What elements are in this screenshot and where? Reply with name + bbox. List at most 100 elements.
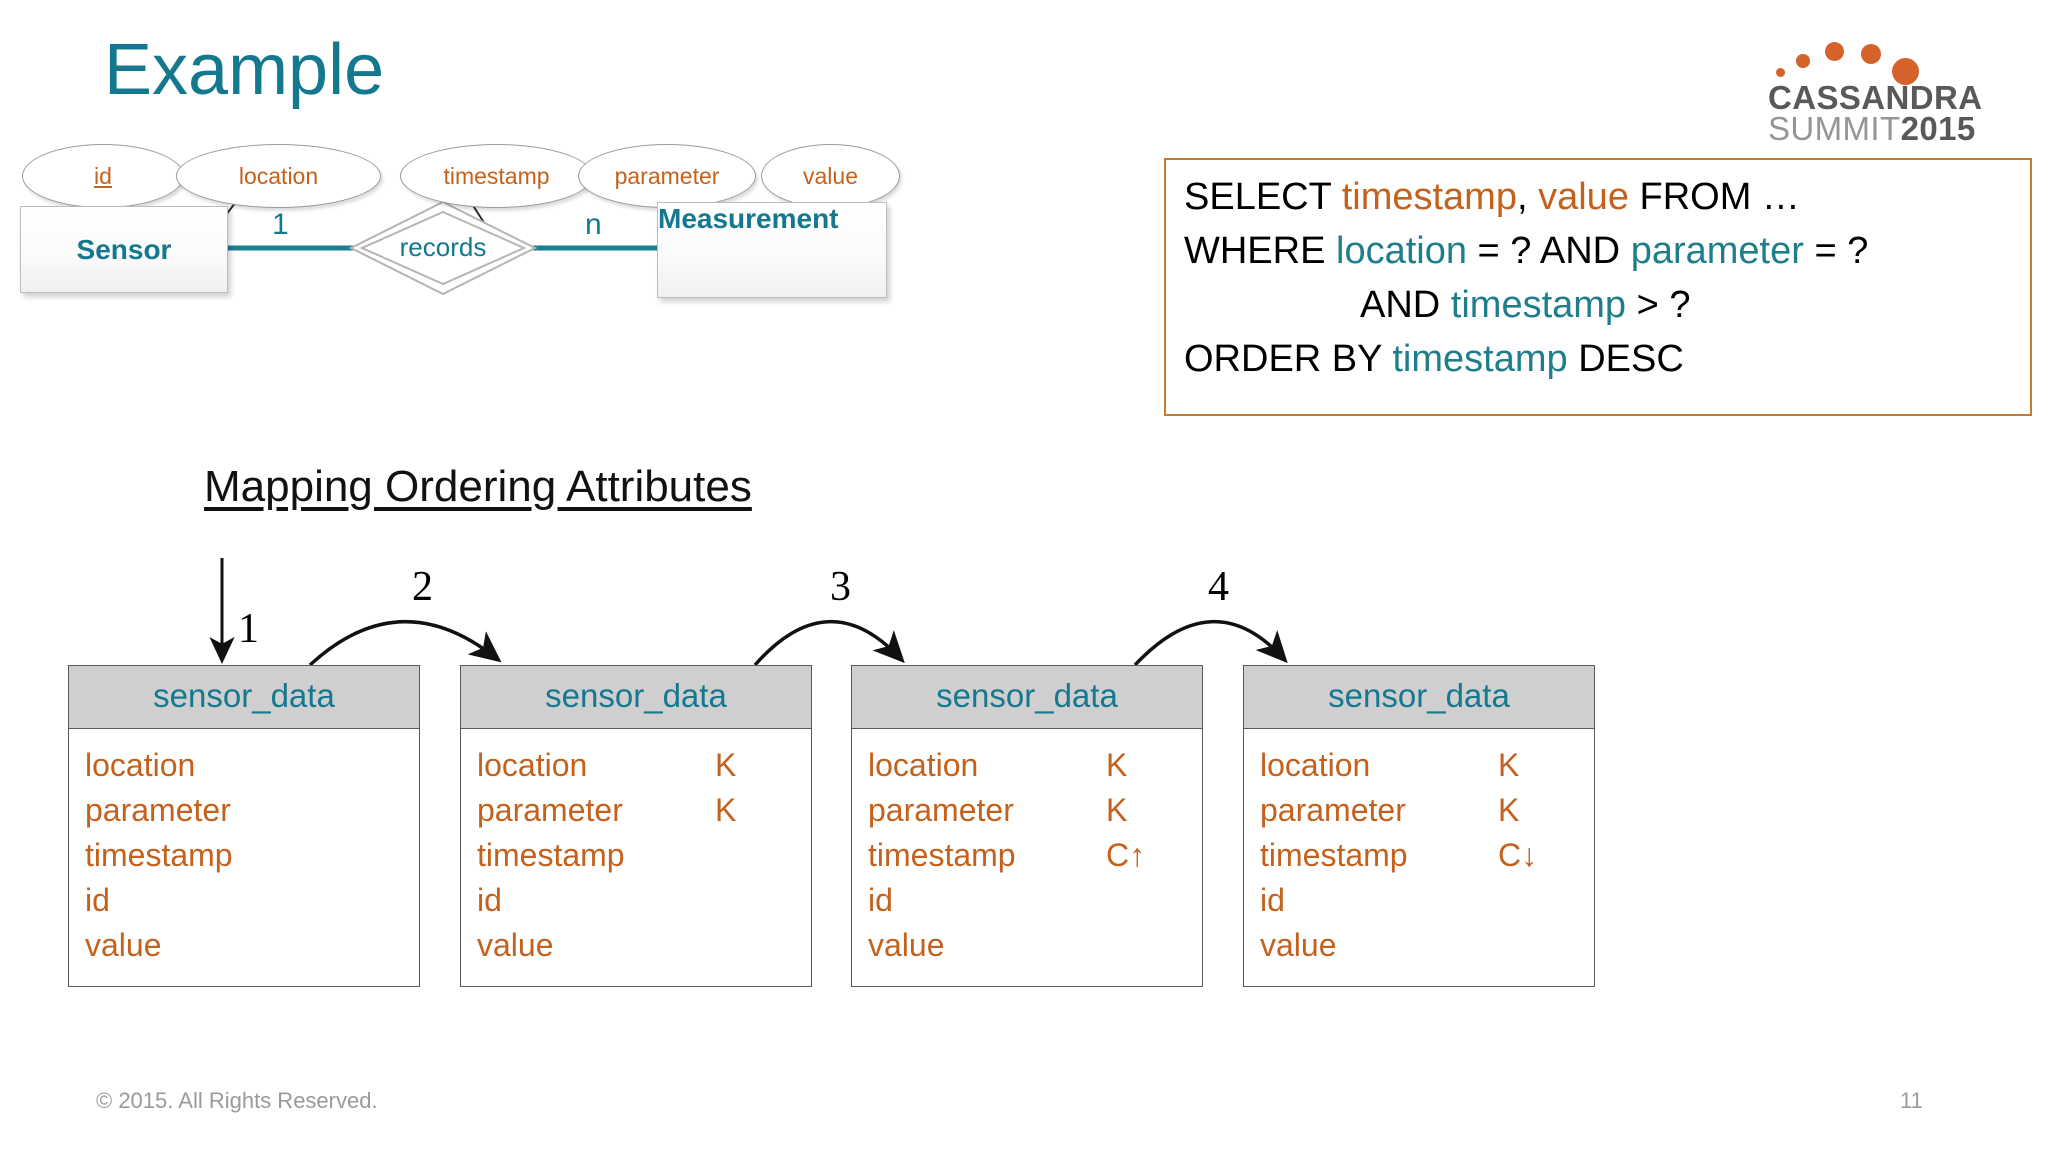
- step-arrows-svg: [209, 558, 1288, 667]
- table-3-col-0-name: location: [868, 747, 979, 783]
- table-2-col-4-name: value: [477, 927, 554, 963]
- table-1-col-4-name: value: [85, 927, 162, 963]
- table-row: value: [85, 923, 403, 968]
- sql-token-timestamp-2: timestamp: [1450, 284, 1627, 326]
- table-2-title: sensor_data: [461, 666, 811, 729]
- table-row: timestamp: [477, 833, 795, 878]
- sql-token-timestamp-1: timestamp: [1341, 176, 1517, 218]
- table-4-title: sensor_data: [1244, 666, 1594, 729]
- table-row: id: [1260, 878, 1578, 923]
- sql-line-and: AND timestamp > ?: [1184, 278, 2012, 332]
- er-attribute-timestamp-label: timestamp: [443, 162, 550, 189]
- step-arrow-3-label: 3: [830, 564, 851, 610]
- sql-token-value: value: [1538, 176, 1629, 218]
- table-4-col-0-name: location: [1260, 747, 1371, 783]
- logo-year-text: 2015: [1900, 110, 1976, 148]
- logo-summit-text: SUMMIT: [1768, 110, 1901, 148]
- section-heading: Mapping Ordering Attributes: [204, 462, 752, 511]
- er-relationship-records: records: [397, 232, 489, 263]
- sql-token-select: SELECT: [1184, 176, 1342, 218]
- sql-token-comma: ,: [1516, 176, 1539, 218]
- table-row: id: [868, 878, 1186, 923]
- table-2-col-1-name: parameter: [477, 792, 623, 828]
- sql-token-gt: > ?: [1626, 284, 1691, 326]
- sql-line-select: SELECT timestamp, value FROM …: [1184, 170, 2012, 224]
- er-attribute-parameter-label: parameter: [614, 162, 720, 189]
- er-attribute-location-label: location: [238, 162, 319, 189]
- table-3-col-2-key: C↑: [1106, 837, 1146, 873]
- step-arrow-1-label: 1: [238, 606, 259, 652]
- step-arrow-3-path: [753, 620, 905, 667]
- page-title: Example: [104, 30, 385, 110]
- logo-dot-1: [1776, 68, 1785, 77]
- table-3-col-0-key: K: [1106, 747, 1128, 783]
- sql-token-from: FROM …: [1628, 176, 1800, 218]
- logo-line-summit: SUMMIT2015: [1768, 110, 2028, 148]
- table-row: value: [1260, 923, 1578, 968]
- logo-line-cassandra: CASSANDRA: [1768, 79, 1983, 116]
- table-2-col-2-name: timestamp: [477, 837, 625, 873]
- table-row: location: [85, 743, 403, 788]
- table-4-col-4-name: value: [1260, 927, 1337, 963]
- er-attribute-timestamp: timestamp: [400, 144, 593, 208]
- table-row: value: [868, 923, 1186, 968]
- table-4-col-1-name: parameter: [1260, 792, 1406, 828]
- er-cardinality-left-label: 1: [272, 208, 289, 241]
- er-cardinality-left: 1: [272, 208, 289, 242]
- sql-token-where: WHERE: [1184, 230, 1336, 272]
- table-row: id: [477, 878, 795, 923]
- table-row: value: [477, 923, 795, 968]
- step-arrow-2-path: [308, 620, 502, 667]
- table-2-col-0-key: K: [715, 747, 737, 783]
- sql-token-parameter: parameter: [1630, 230, 1804, 272]
- footer-copyright: © 2015. All Rights Reserved.: [96, 1088, 378, 1113]
- table-row: location K: [868, 743, 1186, 788]
- er-attribute-value-label: value: [803, 162, 858, 189]
- table-row: timestamp C↓: [1260, 833, 1578, 878]
- sql-line-order-by: ORDER BY timestamp DESC: [1184, 332, 2012, 386]
- er-entity-sensor: Sensor: [20, 206, 228, 293]
- sql-token-eq-and: = ? AND: [1466, 230, 1631, 272]
- table-1-col-0-name: location: [85, 747, 196, 783]
- sql-line-where: WHERE location = ? AND parameter = ?: [1184, 224, 2012, 278]
- er-entity-measurement-label: Measurement: [658, 203, 839, 234]
- table-row: parameter K: [1260, 788, 1578, 833]
- er-attribute-value: value: [761, 144, 900, 208]
- table-2-col-3-name: id: [477, 882, 502, 918]
- sql-token-eq2: = ?: [1803, 230, 1869, 272]
- logo-wordmark: CASSANDRA SUMMIT2015: [1768, 79, 2028, 148]
- footer-page-number: 11: [1900, 1088, 1923, 1113]
- table-row: timestamp C↑: [868, 833, 1186, 878]
- er-attribute-id-label: id: [94, 162, 112, 189]
- table-1-body: location parameter timestamp id value: [69, 729, 419, 986]
- table-4-col-3-name: id: [1260, 882, 1285, 918]
- table-3-title: sensor_data: [852, 666, 1202, 729]
- er-attribute-location: location: [176, 144, 381, 208]
- table-1-title: sensor_data: [69, 666, 419, 729]
- table-4-col-2-key: C↓: [1498, 837, 1538, 873]
- table-4-col-2-name: timestamp: [1260, 837, 1408, 873]
- step-arrow-2-label: 2: [412, 564, 433, 610]
- table-3-col-1-name: parameter: [868, 792, 1014, 828]
- table-row: parameter: [85, 788, 403, 833]
- sql-query-panel: SELECT timestamp, value FROM … WHERE loc…: [1164, 158, 2032, 416]
- table-3-col-2-name: timestamp: [868, 837, 1016, 873]
- logo-dot-2: [1796, 54, 1810, 68]
- er-entity-sensor-label: Sensor: [76, 233, 172, 265]
- table-1-col-3-name: id: [85, 882, 110, 918]
- sql-token-and: AND: [1360, 284, 1451, 326]
- table-card-1: sensor_data location parameter timestamp…: [68, 665, 420, 987]
- sql-token-desc: DESC: [1567, 338, 1684, 380]
- logo-dot-3: [1825, 42, 1844, 61]
- table-4-col-1-key: K: [1498, 792, 1520, 828]
- table-3-col-1-key: K: [1106, 792, 1128, 828]
- cassandra-summit-logo: CASSANDRA SUMMIT2015: [1768, 26, 2028, 145]
- sql-token-timestamp-3: timestamp: [1392, 338, 1568, 380]
- er-cardinality-right: n: [585, 208, 602, 242]
